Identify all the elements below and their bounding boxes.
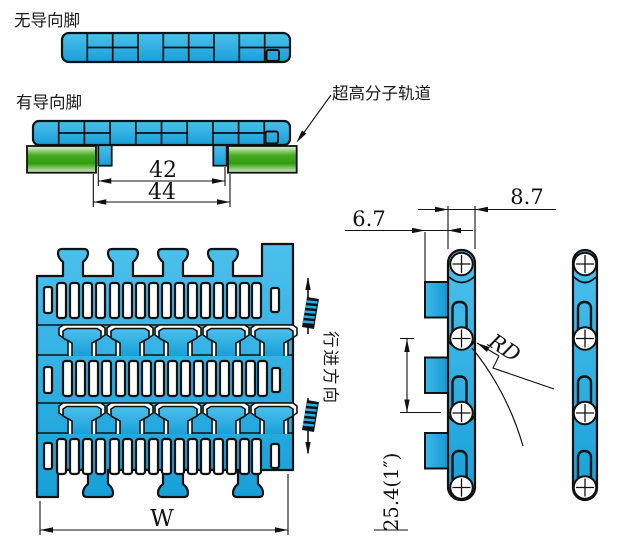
callout-arrow-icon <box>294 130 307 145</box>
dimension-8-7 <box>418 206 556 249</box>
bar-end-notch <box>265 49 280 62</box>
dimension-44 <box>92 174 231 207</box>
interlock-row-2 <box>58 402 298 435</box>
dim-42-label: 42 <box>149 158 177 183</box>
bar-segment-lines <box>86 33 290 62</box>
view-with-guide-feet: 有导向脚 <box>16 93 298 174</box>
interlock-row-1 <box>58 324 298 357</box>
pin-icon <box>449 326 474 351</box>
guide-tab <box>424 356 449 394</box>
dim-8-7-label: 8.7 <box>510 185 543 209</box>
rd-radius-callout: RD <box>471 329 555 447</box>
pin-icon <box>572 475 598 500</box>
direction-down-arrow-icon <box>305 442 311 455</box>
slot-row-3 <box>42 437 281 476</box>
guide-tab <box>424 432 449 470</box>
dim-rd-label: RD <box>483 329 524 368</box>
dim-pitch-label: 25.4(1″) <box>380 453 403 531</box>
pin-icon <box>572 400 598 426</box>
dimension-width <box>39 474 289 535</box>
side-view-chain-with-tabs <box>424 248 477 502</box>
bar-end-notch <box>264 130 279 145</box>
track-callout-label: 超高分子轨道 <box>332 84 431 103</box>
pin-icon <box>572 326 598 351</box>
dim-6-7-label: 6.7 <box>352 207 385 231</box>
pin-icon <box>449 400 474 426</box>
pin-icon <box>449 251 474 277</box>
direction-up-arrow-icon <box>305 277 311 290</box>
slot-row-1 <box>42 281 281 320</box>
guide-foot-left <box>97 144 113 167</box>
track-callout: 超高分子轨道 <box>294 84 431 145</box>
travel-direction-label: 行进方向 <box>321 331 340 405</box>
view-with-guide-feet-title: 有导向脚 <box>16 93 82 112</box>
belt-flag-up-icon <box>300 295 321 331</box>
pin-icon <box>449 475 474 500</box>
guide-tab <box>424 281 449 319</box>
belt-top-view <box>35 242 298 499</box>
bar-segment-lines <box>57 121 266 145</box>
dim-w-label: W <box>150 506 174 532</box>
track-rail-left <box>26 145 97 174</box>
slot-row-2 <box>42 359 282 398</box>
dim-44-label: 44 <box>148 180 176 205</box>
travel-direction-indicator: 行进方向 <box>300 277 340 455</box>
side-view-chain-plain <box>571 248 599 502</box>
rd-radius-arc <box>471 347 524 447</box>
pin-icon <box>572 251 598 277</box>
belt-flag-down-icon <box>300 398 321 434</box>
view-no-guide-feet: 无导向脚 <box>14 11 292 64</box>
view-no-guide-feet-title: 无导向脚 <box>14 11 80 30</box>
guide-foot-right <box>212 144 228 167</box>
track-rail-right <box>227 145 298 174</box>
dimension-42 <box>97 167 226 186</box>
